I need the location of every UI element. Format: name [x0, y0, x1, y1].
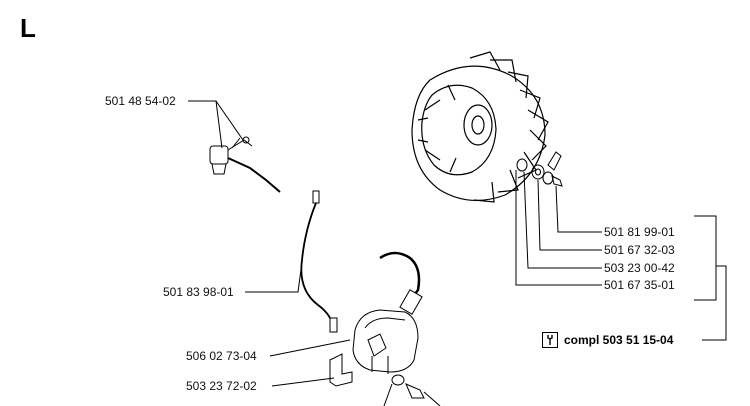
part-number-label: 506 02 73-04 — [186, 349, 257, 363]
part-number-label: 501 67 32-03 — [604, 243, 675, 257]
kit-label: compl 503 51 15-04 — [564, 333, 674, 347]
kit-reference: compl 503 51 15-04 — [542, 332, 673, 348]
nut-washer-drawing — [516, 151, 563, 187]
ignition-module-drawing — [352, 251, 423, 374]
part-number-label: 503 23 72-02 — [186, 379, 257, 393]
part-number-label: 501 81 99-01 — [604, 225, 675, 239]
screw-drawing — [383, 374, 441, 406]
part-number-label: 501 67 35-01 — [604, 278, 675, 292]
leader-lines — [188, 100, 727, 387]
part-number-label: 501 48 54-02 — [105, 94, 176, 108]
flywheel-drawing — [411, 51, 549, 203]
part-number-label: 503 23 00-42 — [604, 261, 675, 275]
switch-drawing — [209, 136, 281, 193]
wrench-icon — [542, 332, 558, 348]
part-number-label: 501 83 98-01 — [163, 285, 234, 299]
short-wire-drawing — [300, 190, 338, 333]
bracket-drawing — [329, 353, 353, 387]
section-letter: L — [20, 13, 36, 43]
